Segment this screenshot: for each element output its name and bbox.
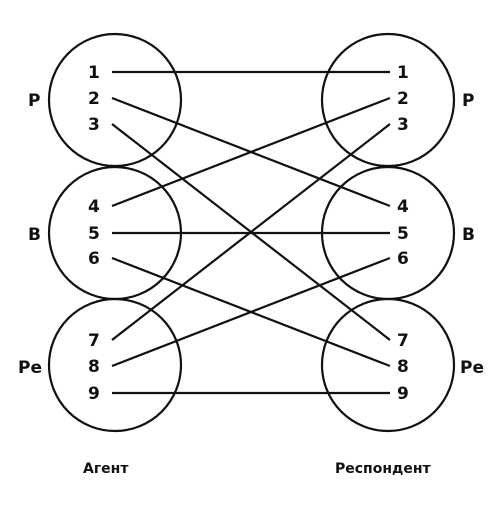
agent-number-8: 8 xyxy=(88,357,100,377)
respondent-circle-child xyxy=(320,297,456,433)
agent-state-child-label: Pe xyxy=(18,358,42,378)
agent-number-3: 3 xyxy=(88,115,100,135)
respondent-number-1: 1 xyxy=(397,63,409,83)
respondent-number-9: 9 xyxy=(397,384,409,404)
connection-line-4-to-2 xyxy=(111,96,391,208)
agent-number-4: 4 xyxy=(88,197,100,217)
respondent-number-4: 4 xyxy=(397,197,409,217)
respondent-number-6: 6 xyxy=(397,249,409,269)
respondent-state-child-label: Pe xyxy=(460,358,484,378)
agent-state-adult-label: B xyxy=(28,225,41,245)
connection-lines xyxy=(111,70,391,395)
agent-number-9: 9 xyxy=(88,384,100,404)
agent-number-2: 2 xyxy=(88,89,100,109)
connection-line-8-to-6 xyxy=(111,256,391,368)
respondent-number-2: 2 xyxy=(397,89,409,109)
respondent-state-adult-label: B xyxy=(462,225,475,245)
respondent-number-3: 3 xyxy=(397,115,409,135)
respondent-number-8: 8 xyxy=(397,357,409,377)
agent-circle-child xyxy=(47,297,183,433)
respondent-circle-parent xyxy=(320,32,456,168)
respondent-state-parent-label: P xyxy=(462,91,474,111)
respondent-column-title: Респондент xyxy=(335,461,431,477)
connection-line-7-to-3 xyxy=(111,123,391,341)
respondent-number-5: 5 xyxy=(397,224,409,244)
agent-column-title: Агент xyxy=(83,461,129,477)
agent-number-7: 7 xyxy=(88,331,100,351)
respondent-number-7: 7 xyxy=(397,331,409,351)
agent-number-1: 1 xyxy=(88,63,100,83)
agent-number-6: 6 xyxy=(88,249,100,269)
agent-state-parent-label: P xyxy=(28,91,40,111)
agent-number-5: 5 xyxy=(88,224,100,244)
